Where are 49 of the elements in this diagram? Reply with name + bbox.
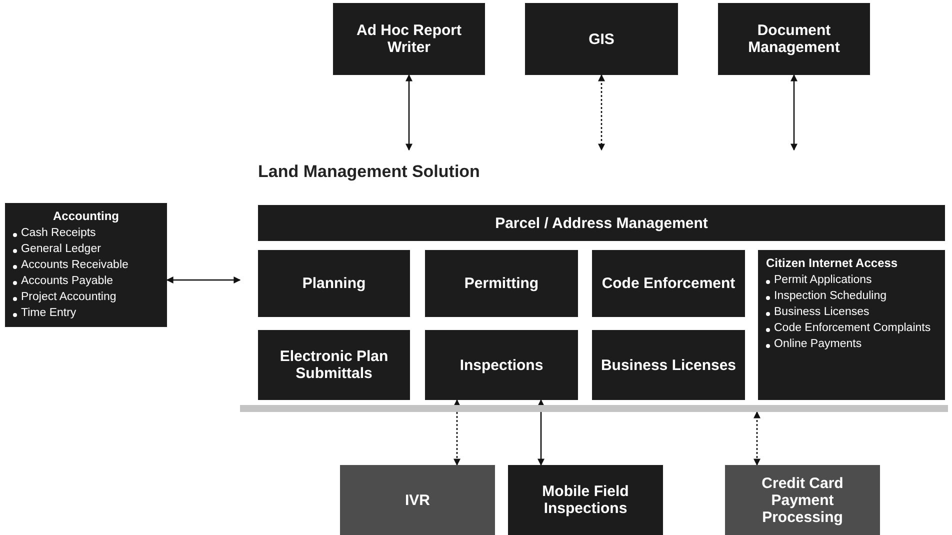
group-title: Land Management Solution <box>258 162 480 182</box>
module-box <box>258 330 410 400</box>
box-label: Mobile Field Inspections <box>541 483 630 517</box>
interface-box <box>725 465 880 535</box>
box-label: Business Licenses <box>600 356 736 374</box>
bullet-item: Code Enforcement Complaints <box>766 322 931 334</box>
box-heading: Accounting <box>53 209 119 223</box>
module-box <box>592 250 745 317</box>
box-label: Ad Hoc Report Writer <box>356 22 462 56</box>
box-label: Parcel / Address Management <box>495 214 708 232</box>
module-box <box>333 3 485 75</box>
box-label: GIS <box>588 30 614 48</box>
interface-box <box>340 465 495 535</box>
connector-arrow <box>454 399 460 466</box>
box-heading: Citizen Internet Access <box>766 256 898 270</box>
module-box <box>718 3 870 75</box>
module-box <box>258 250 410 317</box>
connector-arrow <box>538 399 544 466</box>
box-label: IVR <box>404 492 430 508</box>
bullet-item: Accounts Receivable <box>13 259 128 271</box>
bullet-item: Inspection Scheduling <box>766 290 887 302</box>
connector-arrow <box>754 411 760 466</box>
bullet-item: Time Entry <box>13 307 76 319</box>
bullet-item: Online Payments <box>766 338 862 350</box>
connector-arrow <box>166 276 241 284</box>
box-label: Electronic Plan Submittals <box>278 348 390 382</box>
box-label: Credit Card Payment Processing <box>760 474 844 526</box>
module-box <box>592 330 745 400</box>
bullet-item: Cash Receipts <box>13 227 96 239</box>
bullet-item: General Ledger <box>13 243 101 255</box>
module-box <box>258 205 945 241</box>
box-label: Code Enforcement <box>602 275 736 292</box>
box-label: Planning <box>302 275 366 292</box>
connector-arrow <box>790 74 798 151</box>
module-box <box>525 3 678 75</box>
module-box <box>425 330 578 400</box>
module-box <box>758 250 945 400</box>
module-box <box>425 250 578 317</box>
box-label: Permitting <box>464 275 539 292</box>
connector-arrow <box>406 74 412 151</box>
bullet-item: Business Licenses <box>766 306 870 318</box>
system-box <box>5 203 167 327</box>
bullet-item: Project Accounting <box>13 291 116 303</box>
box-label: Inspections <box>460 356 544 374</box>
connector-arrow <box>598 74 605 151</box>
bullet-item: Accounts Payable <box>13 275 114 287</box>
bullet-item: Permit Applications <box>766 274 872 286</box>
module-box <box>508 465 663 535</box>
box-label: Document Management <box>747 22 841 56</box>
